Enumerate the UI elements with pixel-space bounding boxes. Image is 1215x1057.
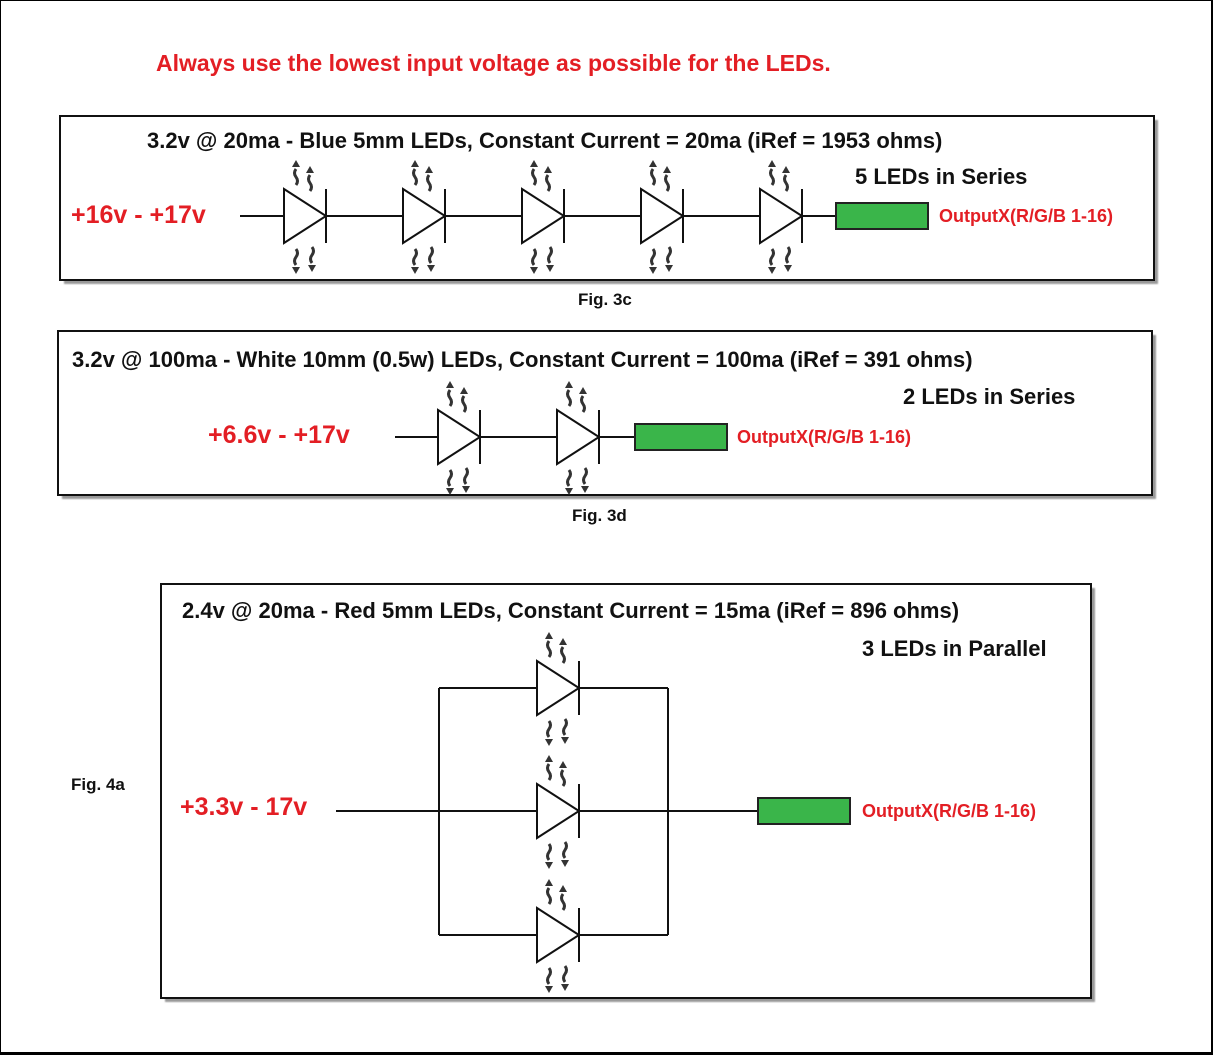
fig4a-caption: Fig. 4a <box>71 775 125 794</box>
panel-fig3d <box>57 330 1154 497</box>
light-emission-up-icon <box>565 381 587 413</box>
fig3c-output-block <box>835 202 929 230</box>
fig4a-led-2 <box>536 755 581 869</box>
fig3c-led-1 <box>283 160 328 274</box>
fig3c-led-4 <box>640 160 685 274</box>
fig4a-subtitle: 3 LEDs in Parallel <box>862 636 1047 661</box>
light-emission-down-icon <box>545 718 569 746</box>
light-emission-down-icon <box>649 246 673 274</box>
fig3d-caption: Fig. 3d <box>572 506 627 525</box>
light-emission-up-icon <box>545 632 567 664</box>
fig4a-led-3 <box>536 879 581 993</box>
diode-triangle <box>536 782 581 840</box>
light-emission-down-icon <box>545 965 569 993</box>
fig3c-led-2 <box>402 160 447 274</box>
light-emission-down-icon <box>768 246 792 274</box>
fig4a-title: 2.4v @ 20ma - Red 5mm LEDs, Constant Cur… <box>182 598 960 623</box>
diode-triangle <box>521 187 566 245</box>
light-emission-up-icon <box>545 755 567 787</box>
warning-note: Always use the lowest input voltage as p… <box>156 50 831 76</box>
light-emission-down-icon <box>446 467 470 495</box>
fig3d-subtitle: 2 LEDs in Series <box>903 384 1076 409</box>
diode-triangle <box>283 187 328 245</box>
panel-border <box>57 330 1153 496</box>
fig4a-output-block <box>757 797 851 825</box>
diode-triangle <box>402 187 447 245</box>
diode-triangle <box>437 408 482 466</box>
fig3d-output-label: OutputX(R/G/B 1-16) <box>737 427 911 447</box>
diode-triangle <box>640 187 685 245</box>
light-emission-down-icon <box>411 246 435 274</box>
light-emission-down-icon <box>292 246 316 274</box>
panel-fig4a <box>160 583 1093 1000</box>
light-emission-down-icon <box>545 841 569 869</box>
light-emission-down-icon <box>530 246 554 274</box>
panel-fig3c <box>59 115 1156 282</box>
fig3d-title: 3.2v @ 100ma - White 10mm (0.5w) LEDs, C… <box>72 347 973 372</box>
light-emission-up-icon <box>446 381 468 413</box>
light-emission-up-icon <box>649 160 671 192</box>
fig3c-input-voltage: +16v - +17v <box>71 201 206 229</box>
fig3c-led-3 <box>521 160 566 274</box>
panel-border <box>160 583 1092 999</box>
fig3c-led-5 <box>759 160 804 274</box>
diode-triangle <box>759 187 804 245</box>
panel-border <box>59 115 1155 281</box>
light-emission-up-icon <box>530 160 552 192</box>
diode-triangle <box>556 408 601 466</box>
fig3d-led-2 <box>556 381 601 495</box>
fig3c-output-label: OutputX(R/G/B 1-16) <box>939 206 1113 226</box>
light-emission-down-icon <box>565 467 589 495</box>
light-emission-up-icon <box>768 160 790 192</box>
fig4a-output-label: OutputX(R/G/B 1-16) <box>862 801 1036 821</box>
fig4a-led-1 <box>536 632 581 746</box>
fig3d-input-voltage: +6.6v - +17v <box>208 421 350 449</box>
fig3d-led-1 <box>437 381 482 495</box>
diode-triangle <box>536 659 581 717</box>
fig3d-output-block <box>634 423 728 451</box>
light-emission-up-icon <box>411 160 433 192</box>
light-emission-up-icon <box>545 879 567 911</box>
fig4a-input-voltage: +3.3v - 17v <box>180 793 308 821</box>
light-emission-up-icon <box>292 160 314 192</box>
fig3c-caption: Fig. 3c <box>578 290 632 309</box>
diode-triangle <box>536 906 581 964</box>
fig3c-title: 3.2v @ 20ma - Blue 5mm LEDs, Constant Cu… <box>147 128 943 153</box>
fig3c-subtitle: 5 LEDs in Series <box>855 164 1028 189</box>
